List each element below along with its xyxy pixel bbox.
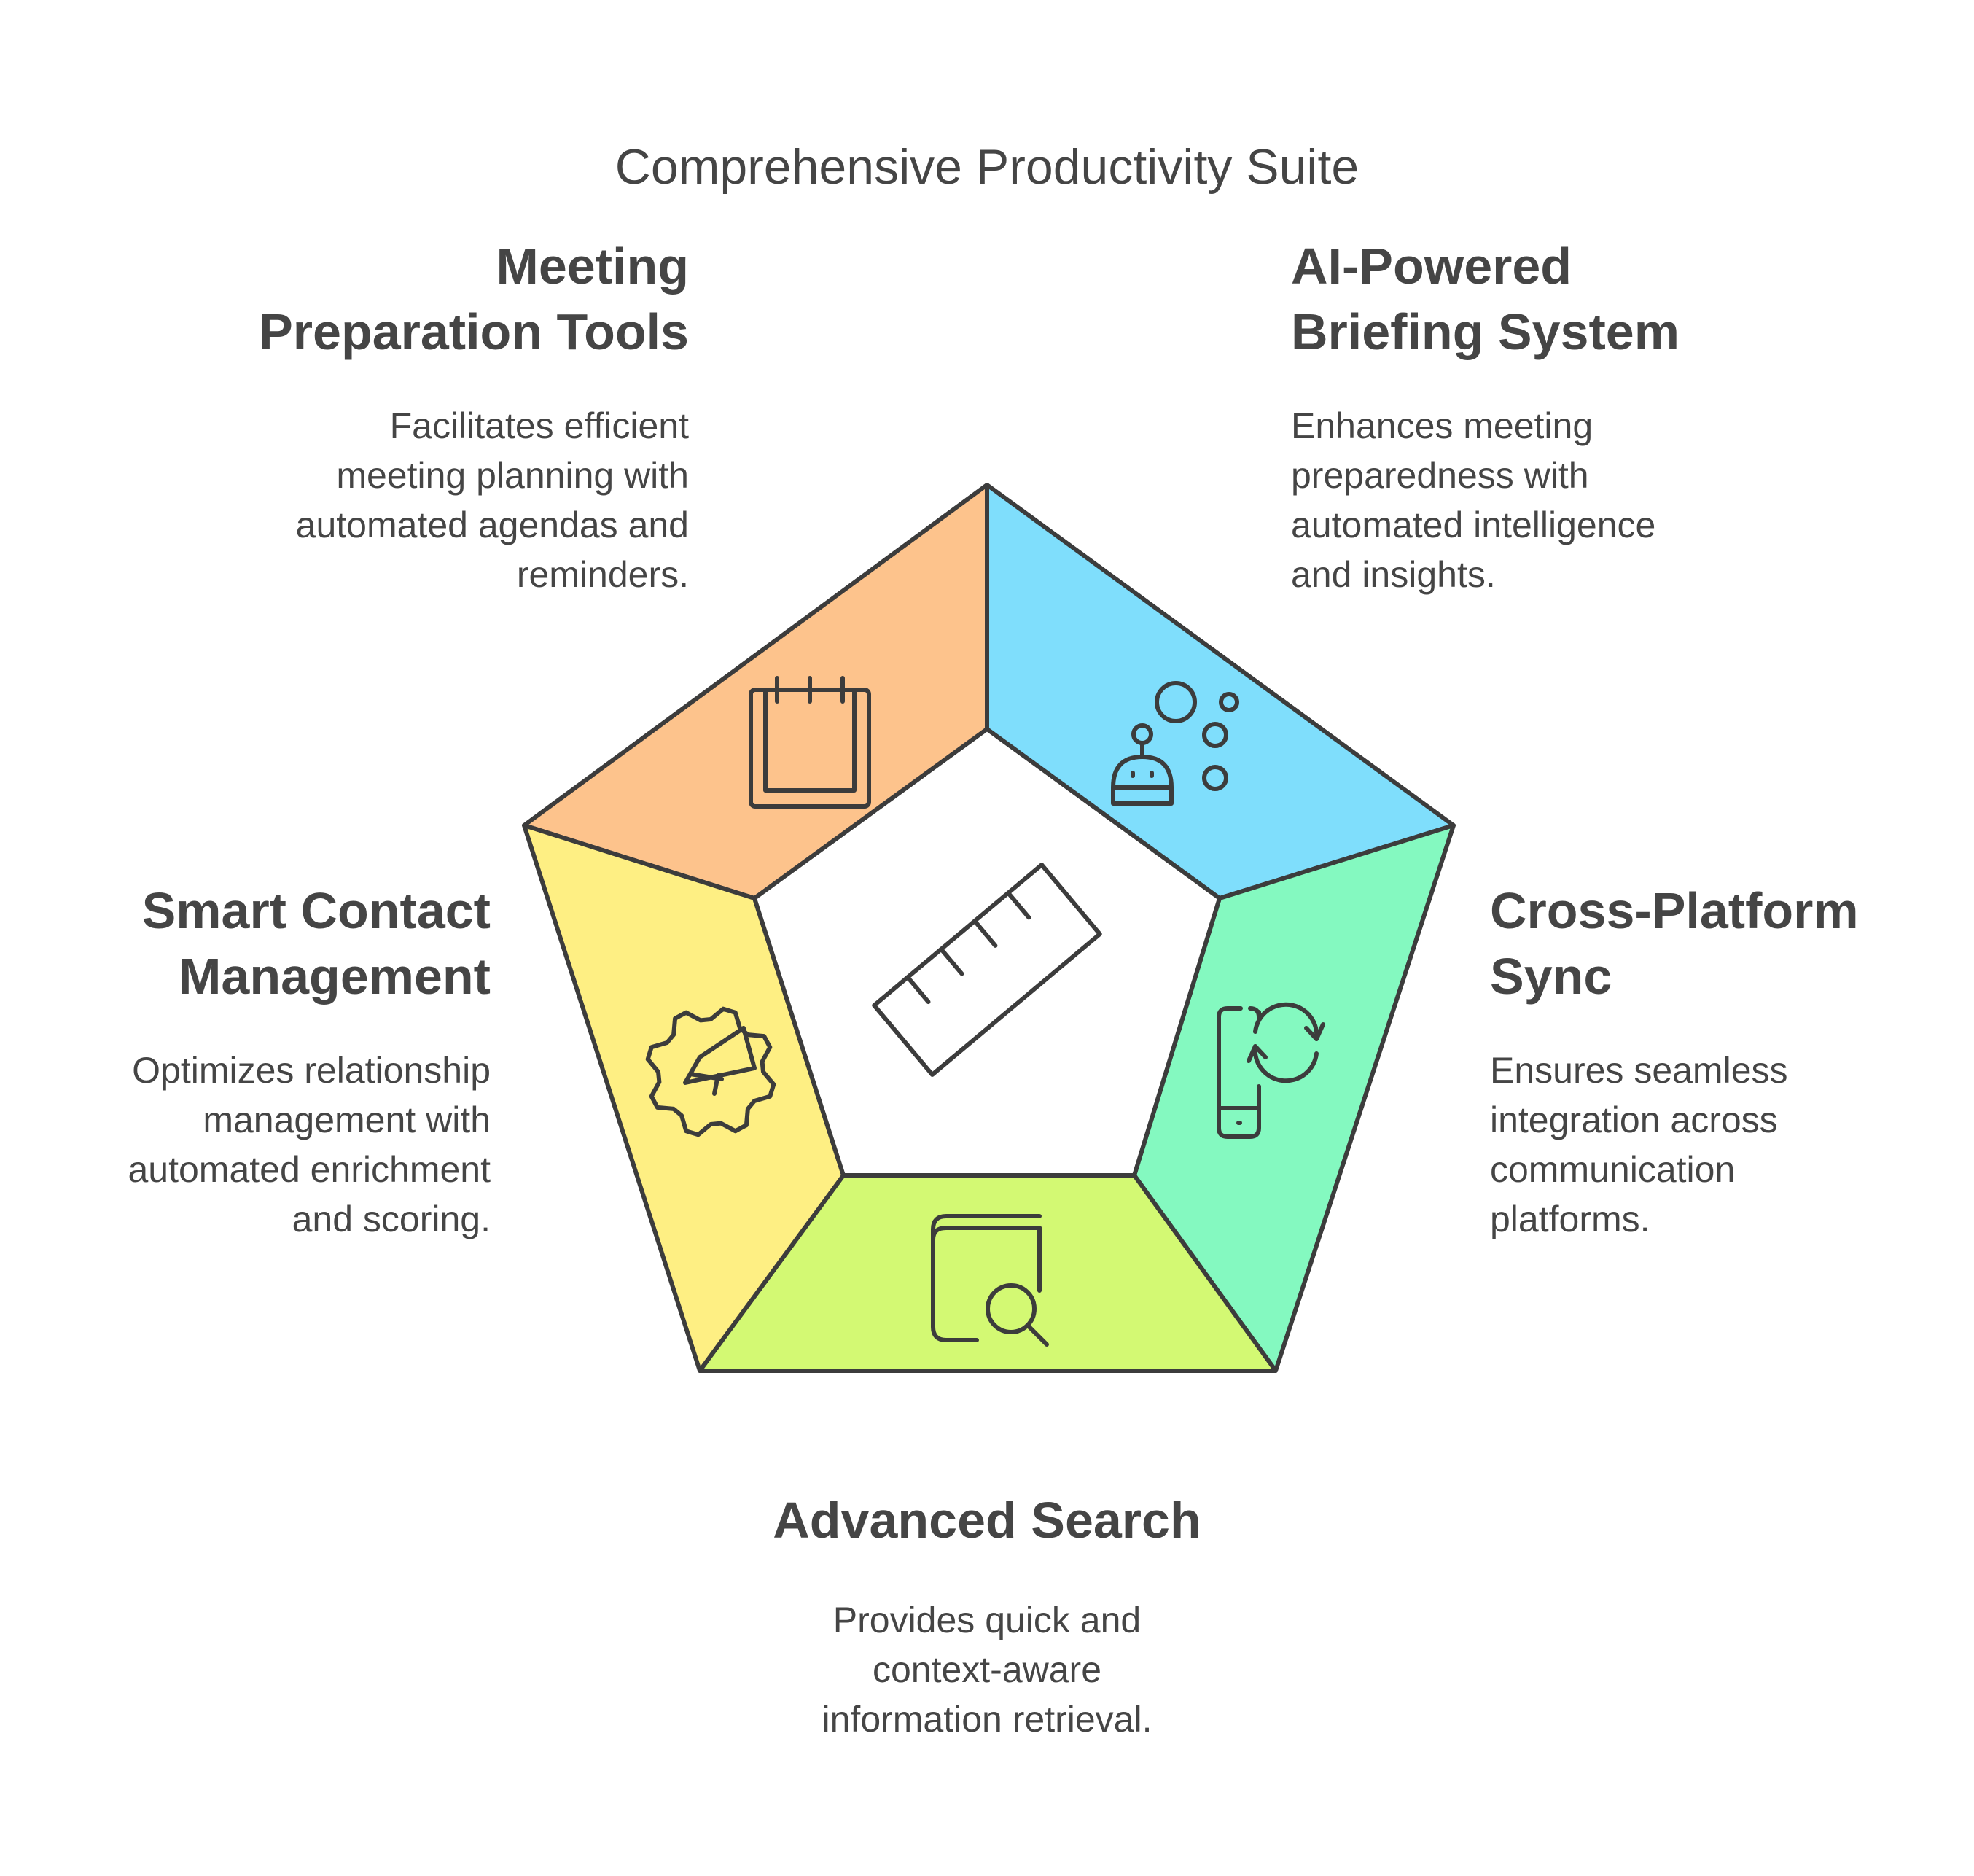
- search-desc-line: information retrieval.: [822, 1699, 1152, 1740]
- contact-block: Smart Contact Management Optimizes relat…: [24, 878, 491, 1244]
- sync-heading-line: Cross-Platform: [1490, 882, 1859, 939]
- meeting-heading-line: Meeting: [496, 238, 689, 295]
- diagram-title: Comprehensive Productivity Suite: [615, 139, 1359, 195]
- sync-desc-line: communication: [1490, 1149, 1736, 1190]
- briefing-desc-line: Enhances meeting: [1291, 405, 1593, 446]
- book-search-icon: [931, 1214, 1049, 1347]
- phone-sync-icon: [1217, 1002, 1325, 1139]
- contact-heading-line: Management: [179, 948, 491, 1005]
- sync-description: Ensures seamless integration across comm…: [1490, 1046, 1942, 1244]
- sync-desc-line: integration across: [1490, 1099, 1778, 1140]
- contact-heading: Smart Contact Management: [24, 878, 491, 1009]
- meeting-description: Facilitates efficient meeting planning w…: [106, 401, 689, 599]
- meeting-heading: Meeting Preparation Tools: [106, 233, 689, 365]
- meeting-block: Meeting Preparation Tools Facilitates ef…: [106, 233, 689, 599]
- briefing-description: Enhances meeting preparedness with autom…: [1291, 401, 1874, 599]
- meeting-desc-line: Facilitates efficient: [389, 405, 689, 446]
- sync-heading: Cross-Platform Sync: [1490, 878, 1942, 1009]
- sync-desc-line: platforms.: [1490, 1199, 1650, 1239]
- contact-desc-line: and scoring.: [292, 1199, 491, 1239]
- contact-desc-line: automated enrichment: [128, 1149, 491, 1190]
- robot-bubbles-icon: [1111, 681, 1239, 806]
- briefing-heading-line: AI-Powered: [1291, 238, 1572, 295]
- briefing-block: AI-Powered Briefing System Enhances meet…: [1291, 233, 1874, 599]
- meeting-desc-line: reminders.: [516, 554, 689, 595]
- briefing-heading-line: Briefing System: [1291, 303, 1680, 360]
- contact-desc-line: management with: [203, 1099, 491, 1140]
- contact-description: Optimizes relationship management with a…: [24, 1046, 491, 1244]
- search-heading: Advanced Search: [695, 1487, 1279, 1553]
- ruler-icon: [872, 863, 1102, 1077]
- search-desc-line: context-aware: [872, 1649, 1102, 1690]
- megaphone-gear-icon: [645, 1006, 776, 1137]
- meeting-desc-line: meeting planning with: [336, 455, 689, 496]
- briefing-heading: AI-Powered Briefing System: [1291, 233, 1874, 365]
- meeting-heading-line: Preparation Tools: [259, 303, 689, 360]
- sync-heading-line: Sync: [1490, 948, 1612, 1005]
- center-pentagon: [752, 727, 1222, 1178]
- briefing-desc-line: preparedness with: [1291, 455, 1589, 496]
- search-block: Advanced Search Provides quick and conte…: [695, 1487, 1279, 1744]
- contact-heading-line: Smart Contact: [141, 882, 491, 939]
- search-heading-line: Advanced Search: [773, 1492, 1201, 1549]
- sync-desc-line: Ensures seamless: [1490, 1050, 1788, 1091]
- search-description: Provides quick and context-aware informa…: [695, 1595, 1279, 1744]
- meeting-desc-line: automated agendas and: [295, 505, 689, 545]
- calendar-icon: [749, 676, 871, 809]
- contact-desc-line: Optimizes relationship: [132, 1050, 491, 1091]
- briefing-desc-line: automated intelligence: [1291, 505, 1656, 545]
- search-desc-line: Provides quick and: [832, 1600, 1142, 1640]
- sync-block: Cross-Platform Sync Ensures seamless int…: [1490, 878, 1942, 1244]
- briefing-desc-line: and insights.: [1291, 554, 1496, 595]
